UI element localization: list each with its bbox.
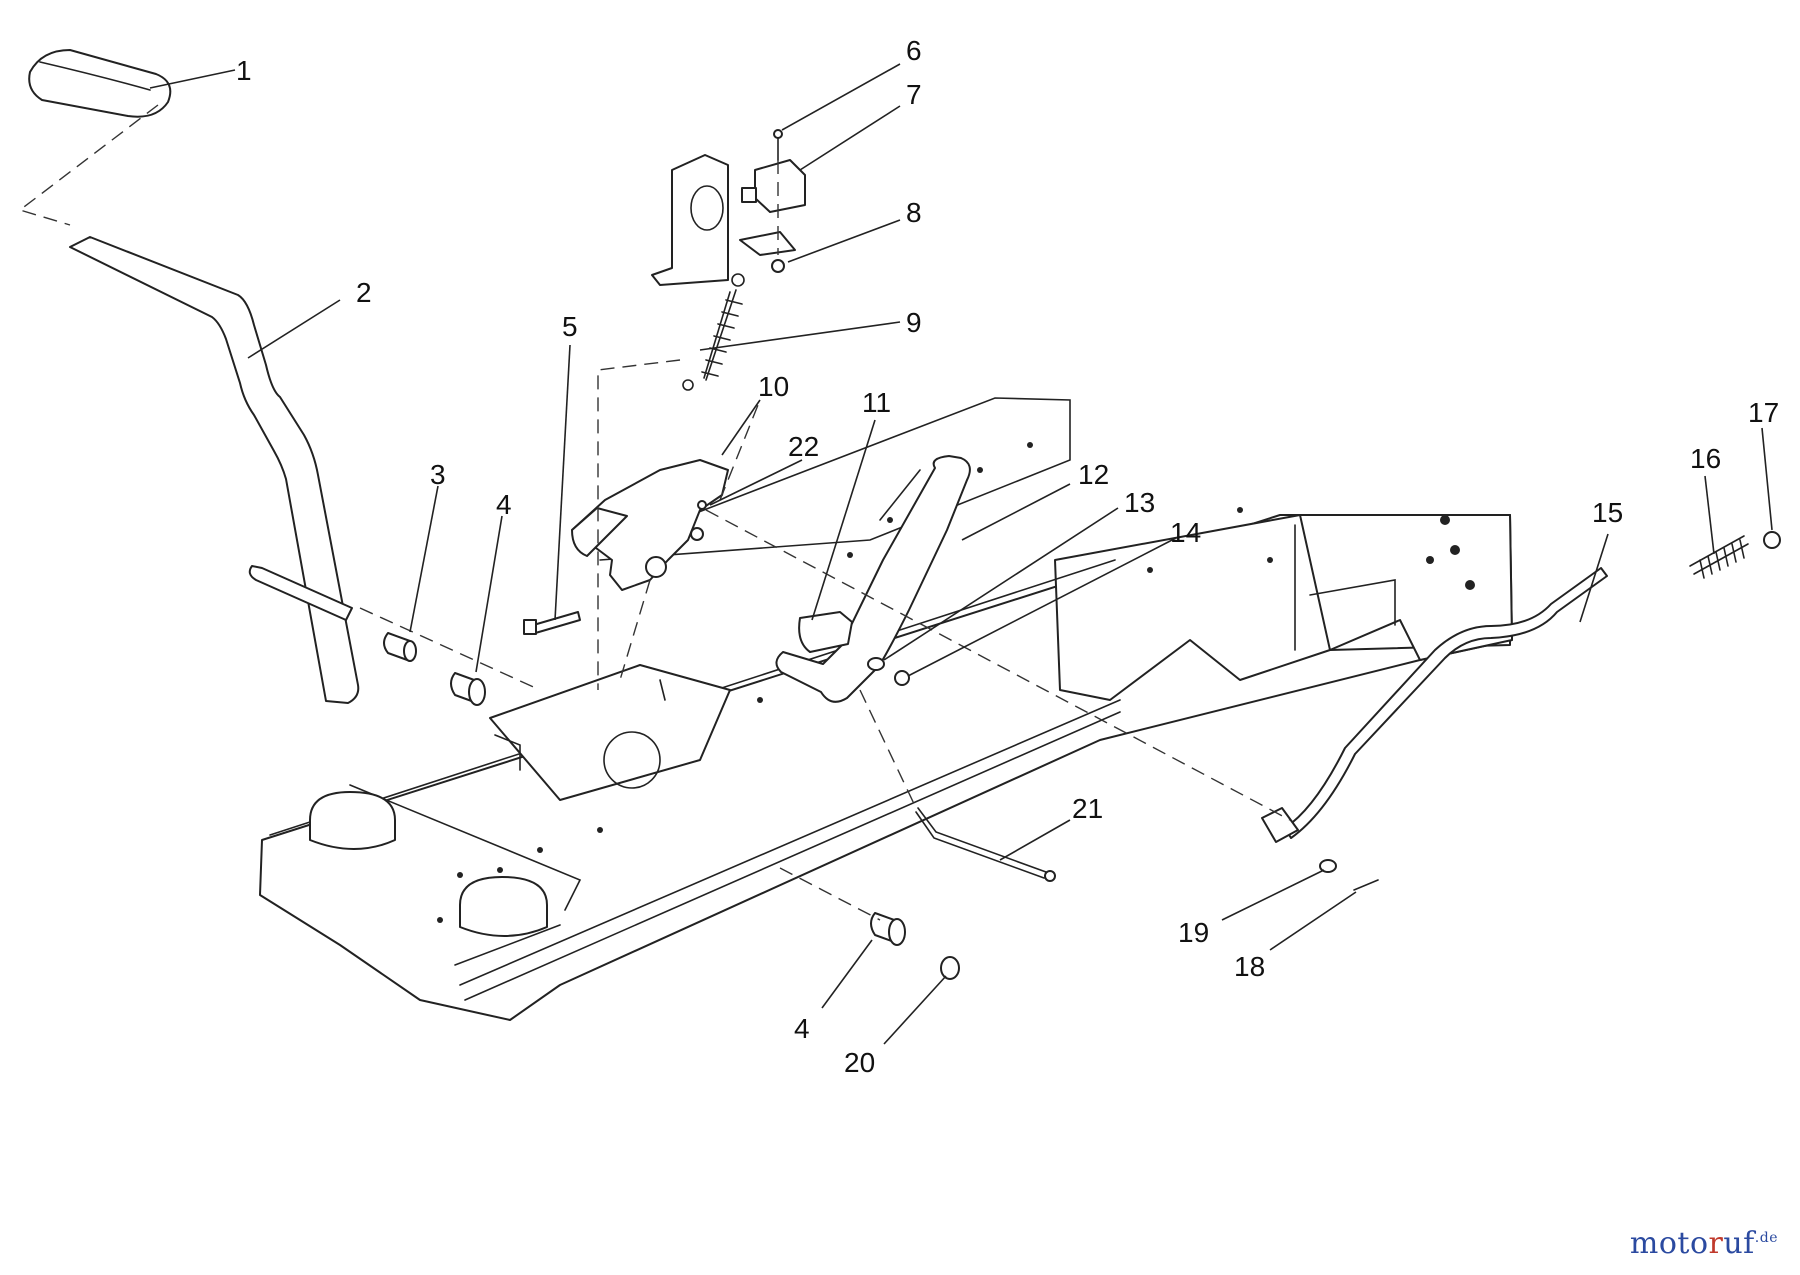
leader-lines <box>149 63 1773 1045</box>
callout-4: 4 <box>496 489 512 520</box>
callout-5: 5 <box>562 311 578 342</box>
part-19-washer <box>1319 859 1337 873</box>
watermark-part-b: r <box>1708 1226 1724 1261</box>
part-2-lift-lever <box>69 236 360 704</box>
part-7-switch <box>741 159 806 213</box>
callout-10: 10 <box>758 371 789 402</box>
part-1-handle-grip <box>28 49 172 118</box>
part-4-flange-bushing-upper <box>450 672 486 706</box>
part-22-pin <box>697 500 707 510</box>
callout-15: 15 <box>1592 497 1623 528</box>
part-18-cotter-pin <box>1353 879 1379 891</box>
part-3-spacer <box>383 632 417 662</box>
callout-22: 22 <box>788 431 819 462</box>
callout-6: 6 <box>906 35 922 66</box>
callout-3: 3 <box>430 459 446 490</box>
callout-13: 13 <box>1124 487 1155 518</box>
callout-16: 16 <box>1690 443 1721 474</box>
part-15-control-rod <box>1261 567 1608 843</box>
callout-2: 2 <box>356 277 372 308</box>
callout-18: 18 <box>1234 951 1265 982</box>
watermark-logo: motoruf.de <box>1630 1226 1778 1261</box>
callout-14: 14 <box>1170 517 1201 548</box>
part-5-bolt <box>523 611 581 635</box>
callout-8: 8 <box>906 197 922 228</box>
part-11-pedal-bracket <box>798 611 853 653</box>
callout-21: 21 <box>1072 793 1103 824</box>
callout-9: 9 <box>906 307 922 338</box>
part-13-washer <box>867 657 885 671</box>
callout-4-lower: 4 <box>794 1013 810 1044</box>
callout-17: 17 <box>1748 397 1779 428</box>
part-6-screw <box>773 129 783 161</box>
part-17-lock-nut <box>1763 531 1781 549</box>
callout-20: 20 <box>844 1047 875 1078</box>
callout-labels: 1 2 3 4 5 6 7 8 9 10 11 22 12 13 14 15 1… <box>236 35 1779 1078</box>
callout-19: 19 <box>1178 917 1209 948</box>
watermark-part-c: uf <box>1723 1226 1755 1261</box>
part-21-link-rod <box>915 807 1056 882</box>
watermark-part-a: moto <box>1629 1226 1709 1261</box>
watermark-tld: .de <box>1754 1230 1778 1246</box>
callout-1: 1 <box>236 55 252 86</box>
part-12-pedal-arm <box>775 455 971 703</box>
frame-assembly <box>259 397 1513 1021</box>
switch-bracket <box>651 154 796 286</box>
part-8-nut <box>771 259 785 273</box>
part-10-latch-plate <box>571 459 729 591</box>
callout-7: 7 <box>906 79 922 110</box>
part-20-retaining-ring <box>940 956 960 980</box>
assembly-lines <box>18 104 1291 921</box>
part-4-flange-bushing-lower <box>870 912 906 946</box>
part-9-extension-spring <box>682 273 745 391</box>
part-14-nut <box>894 670 910 686</box>
part-16-compression-spring <box>1689 535 1749 579</box>
callout-12: 12 <box>1078 459 1109 490</box>
callout-11: 11 <box>862 387 891 418</box>
